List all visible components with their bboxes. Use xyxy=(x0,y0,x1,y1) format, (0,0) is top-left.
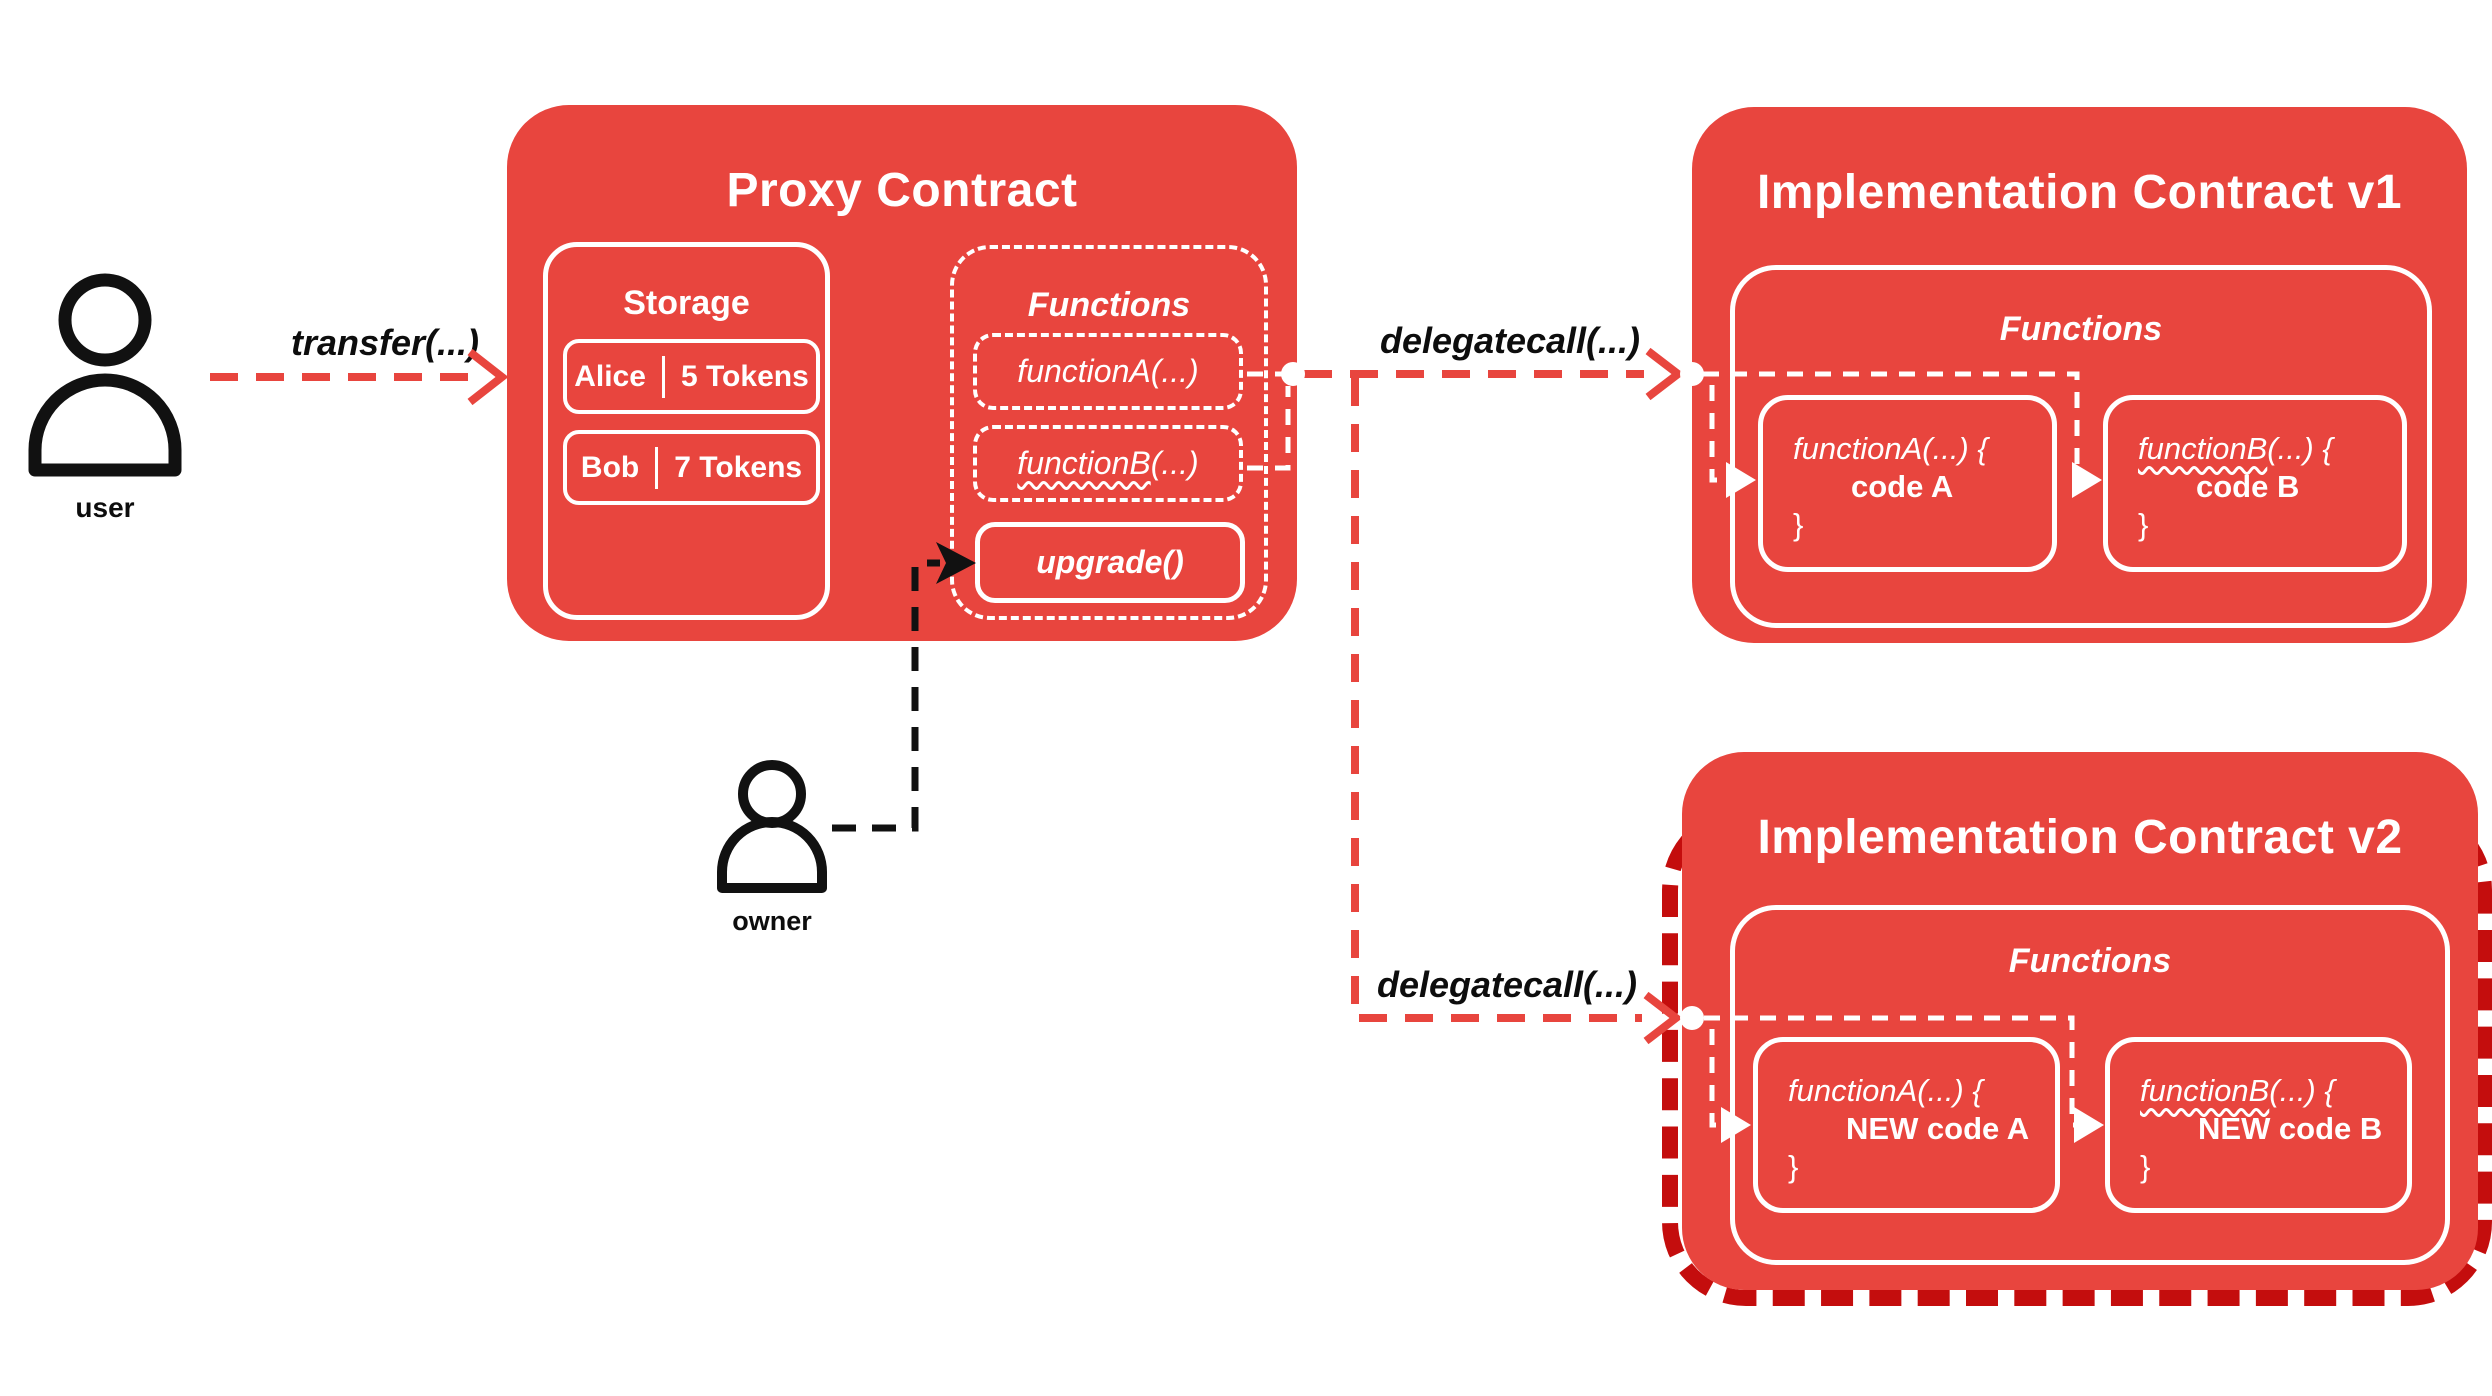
fn-a-body: NEW code A xyxy=(1846,1111,2030,1146)
impl-v2-function-a-box: functionA(...) { NEW code A } xyxy=(1753,1037,2060,1213)
upgrade-function-item: upgrade() xyxy=(975,522,1245,603)
upgrade-label: upgrade() xyxy=(1036,544,1184,580)
fn-a-close: } xyxy=(1788,1149,1799,1184)
storage-box xyxy=(543,242,830,620)
fn-a-body: code A xyxy=(1851,469,1954,504)
proxy-function-a-label: functionA(...) xyxy=(1017,353,1199,389)
alice-tokens: 5 Tokens xyxy=(680,359,809,393)
proxy-function-a-item: functionA(...) xyxy=(973,333,1243,410)
fn-b-signature: functionB(...) { xyxy=(2140,1073,2335,1108)
storage-row-alice: Alice 5 Tokens xyxy=(563,339,820,414)
proxy-function-b-rest: (...) xyxy=(1150,445,1199,481)
bob-name: Bob xyxy=(580,450,640,484)
fn-b-close: } xyxy=(2140,1149,2151,1184)
proxy-function-b-name: functionB xyxy=(1017,445,1151,481)
bob-tokens: 7 Tokens xyxy=(674,450,803,484)
proxy-contract-title: Proxy Contract xyxy=(726,164,1078,217)
storage-row-bob: Bob 7 Tokens xyxy=(563,430,820,505)
fn-a-close: } xyxy=(1793,507,1804,542)
transfer-label: transfer(...) xyxy=(290,322,480,363)
fn-a-signature: functionA(...) { xyxy=(1793,431,1988,466)
impl-v2-functions-title: Functions xyxy=(2008,942,2172,980)
fn-a-signature: functionA(...) { xyxy=(1788,1073,1983,1108)
user-label: user xyxy=(75,492,135,523)
proxy-function-b-item: functionB(...) xyxy=(973,425,1243,502)
proxy-functions-title: Functions xyxy=(1027,286,1191,324)
row-divider xyxy=(661,355,665,398)
junction-dots xyxy=(1281,362,1704,1030)
delegatecall-v2-label: delegatecall(...) xyxy=(1376,964,1638,1005)
fn-b-signature: functionB(...) { xyxy=(2138,431,2333,466)
impl-v2-title: Implementation Contract v2 xyxy=(1757,811,2403,864)
alice-name: Alice xyxy=(574,359,646,393)
row-divider xyxy=(655,446,659,489)
owner-label: owner xyxy=(732,906,812,936)
delegatecall-v1-label: delegatecall(...) xyxy=(1379,320,1641,361)
impl-v1-title: Implementation Contract v1 xyxy=(1756,166,2403,219)
storage-title: Storage xyxy=(623,284,750,322)
impl-v1-functions-title: Functions xyxy=(1999,310,2163,348)
impl-v2-function-b-box: functionB(...) { NEW code B } xyxy=(2105,1037,2412,1213)
fn-b-body: NEW code B xyxy=(2198,1111,2383,1146)
user-icon xyxy=(28,273,182,477)
owner-icon xyxy=(717,760,827,893)
impl-v1-function-a-box: functionA(...) { code A } xyxy=(1758,395,2057,572)
fn-b-body: code B xyxy=(2196,469,2300,504)
impl-v1-function-b-box: functionB(...) { code B } xyxy=(2103,395,2407,572)
fn-b-close: } xyxy=(2138,507,2149,542)
proxy-contract-box: Proxy Contract xyxy=(507,105,1297,641)
delegatecall-arrow-v2 xyxy=(1351,378,1683,1045)
